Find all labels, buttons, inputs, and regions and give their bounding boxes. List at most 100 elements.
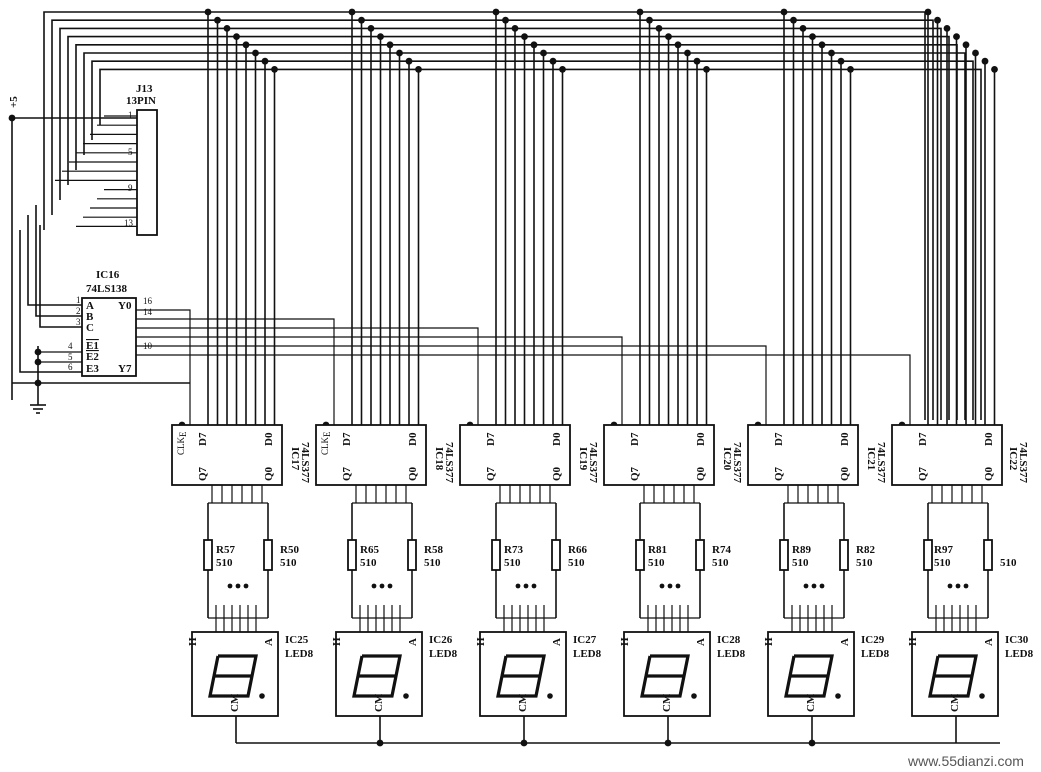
led-ic-1: IC25 bbox=[285, 634, 309, 646]
decoder-output-wire bbox=[136, 318, 335, 425]
display-cm-label: CM bbox=[805, 693, 817, 712]
ellipsis-dot bbox=[659, 583, 665, 589]
led-ic-2: IC26 bbox=[429, 634, 453, 646]
seven-segment-digit bbox=[784, 654, 834, 698]
display-cm-label: CM bbox=[949, 693, 961, 712]
decoder-pin-2: 2 bbox=[76, 306, 81, 316]
decoder-input-a-wire bbox=[27, 215, 82, 306]
display-a-label: A bbox=[407, 638, 419, 646]
resistor-right-value-2: 510 bbox=[424, 557, 441, 569]
decimal-point bbox=[835, 693, 841, 699]
connector-type: 13PIN bbox=[126, 95, 156, 107]
bus-junction bbox=[693, 57, 701, 65]
resistor-left-value-1: 510 bbox=[216, 557, 233, 569]
resistor-left bbox=[635, 539, 645, 571]
data-bus-rail bbox=[91, 60, 974, 420]
bus-junction bbox=[405, 57, 413, 65]
resistor-left-3: R73 bbox=[504, 544, 523, 556]
resistor-right-value-1: 510 bbox=[280, 557, 297, 569]
bus-junction bbox=[233, 33, 240, 40]
latch-q0-label: Q0 bbox=[263, 466, 275, 481]
led-part-4: LED8 bbox=[717, 648, 746, 660]
power-label: +5 bbox=[8, 96, 20, 108]
ellipsis-dot bbox=[963, 583, 969, 589]
bus-junction bbox=[223, 25, 231, 32]
resistor-right-5: R82 bbox=[856, 544, 875, 556]
bus-junction bbox=[655, 25, 663, 32]
display-cm-label: CM bbox=[373, 693, 385, 712]
decoder-enable-3: E3 bbox=[86, 363, 99, 375]
decoder-input-c-wire bbox=[39, 225, 82, 328]
bus-junction bbox=[271, 66, 278, 73]
latch-en-label: E bbox=[322, 431, 332, 437]
resistor-right-value-5: 510 bbox=[856, 557, 873, 569]
seven-segment-digit bbox=[928, 654, 978, 698]
resistor-right-2: R58 bbox=[424, 544, 443, 556]
seven-segment-display bbox=[335, 631, 423, 717]
bus-junction bbox=[981, 57, 989, 65]
bus-junction bbox=[828, 49, 835, 57]
display-h-label: H bbox=[475, 637, 487, 646]
resistor-left-2: R65 bbox=[360, 544, 379, 556]
display-a-label: A bbox=[695, 638, 707, 646]
resistor-right-value-3: 510 bbox=[568, 557, 585, 569]
latch-q7-label: Q7 bbox=[341, 466, 353, 481]
latch-d7-label: D7 bbox=[917, 432, 929, 446]
decoder-part: 74LS138 bbox=[86, 283, 127, 295]
seven-segment-digit bbox=[640, 654, 690, 698]
resistor-left-value-3: 510 bbox=[504, 557, 521, 569]
latch-q7-label: Q7 bbox=[917, 466, 929, 481]
decimal-point bbox=[403, 693, 409, 699]
resistor-right bbox=[263, 539, 273, 571]
latch-q7-label: Q7 bbox=[629, 466, 641, 481]
bus-junction bbox=[386, 41, 394, 49]
latch-part-4: 74LS377 bbox=[731, 442, 743, 483]
data-bus-rail bbox=[43, 11, 926, 420]
ellipsis-dot bbox=[379, 583, 385, 589]
decimal-point bbox=[691, 693, 697, 699]
stage-5: IC21 74LS377 R82 510 R89 510 IC29 LED8 bbox=[792, 442, 890, 660]
bus-junction bbox=[684, 49, 691, 57]
latch-box bbox=[171, 424, 283, 486]
decoder-output-wire bbox=[136, 309, 191, 425]
bus-junction bbox=[674, 41, 682, 49]
bus-junction bbox=[540, 49, 547, 57]
bus-junction bbox=[252, 49, 259, 57]
decoder-output-y7: Y7 bbox=[118, 363, 132, 375]
ellipsis-dot bbox=[531, 583, 537, 589]
resistor-left-5: R89 bbox=[792, 544, 811, 556]
bus-junction bbox=[703, 66, 710, 73]
resistor-right-1: R50 bbox=[280, 544, 299, 556]
connector-pin-9: 9 bbox=[128, 183, 133, 193]
bus-junction bbox=[790, 16, 797, 24]
bus-junction bbox=[818, 41, 826, 49]
resistor-left-value-2: 510 bbox=[360, 557, 377, 569]
bus-junction bbox=[358, 16, 365, 24]
latch-box bbox=[315, 424, 427, 486]
led-ic-5: IC29 bbox=[861, 634, 885, 646]
bus-junction bbox=[924, 8, 932, 16]
bus-junction bbox=[636, 8, 644, 16]
display-a-label: A bbox=[839, 638, 851, 646]
display-a-label: A bbox=[551, 638, 563, 646]
decimal-point bbox=[259, 693, 265, 699]
data-bus-rail bbox=[99, 68, 982, 420]
latch-d7-label: D7 bbox=[341, 432, 353, 446]
latch-part-3: 74LS377 bbox=[587, 442, 599, 483]
latch-part-5: 74LS377 bbox=[875, 442, 887, 483]
resistor-right-4: R74 bbox=[712, 544, 731, 556]
latch-d0-label: D0 bbox=[983, 432, 995, 446]
bus-junction bbox=[799, 25, 807, 32]
display-cm-label: CM bbox=[661, 693, 673, 712]
display-h-label: H bbox=[331, 637, 343, 646]
connector-pin-5: 5 bbox=[128, 147, 133, 157]
ellipsis-dot bbox=[235, 583, 241, 589]
latch-ic-5: IC21 bbox=[865, 447, 877, 470]
seven-segment-display bbox=[911, 631, 999, 717]
latch-d7-label: D7 bbox=[197, 432, 209, 446]
bus-wires bbox=[8, 8, 1000, 747]
